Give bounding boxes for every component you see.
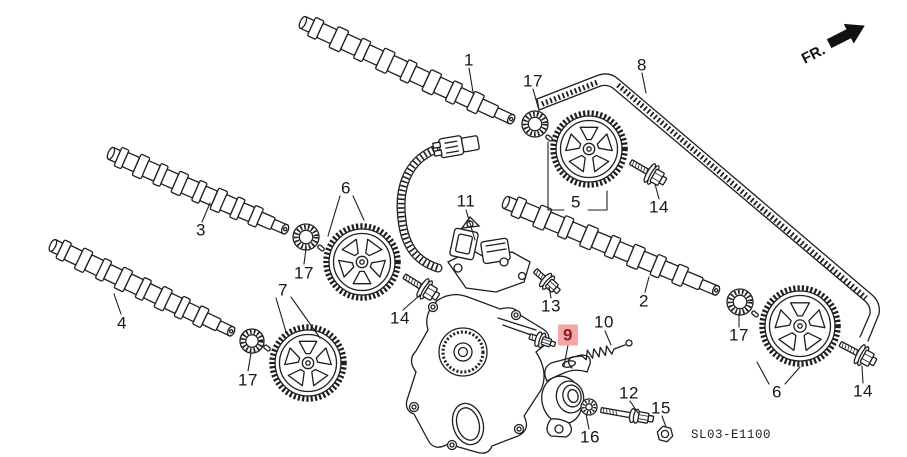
part-callout-4[interactable]: 4	[117, 313, 127, 333]
part-callout-13[interactable]: 13	[541, 296, 561, 316]
camshaft-2-drawing	[501, 195, 721, 296]
generated-parts	[48, 15, 878, 443]
seal-17-drawing	[292, 223, 320, 251]
part-callout-14[interactable]: 14	[649, 197, 669, 217]
stud-bolt-drawing	[528, 331, 557, 349]
timing-belt-drawing	[536, 73, 880, 342]
part-callout-8[interactable]: 8	[637, 55, 647, 75]
seal-17-drawing	[726, 288, 754, 316]
timing-pulley-5-drawing	[550, 110, 628, 188]
part-callout-17[interactable]: 17	[729, 325, 749, 345]
water-pump-drawing	[405, 293, 550, 454]
part-callout-17[interactable]: 17	[238, 370, 258, 390]
part-callout-17[interactable]: 17	[523, 71, 543, 91]
spring-10-drawing	[567, 339, 633, 369]
camshaft-3-drawing	[106, 146, 290, 235]
part-callout-3[interactable]: 3	[196, 220, 206, 240]
timing-pulley-6b-drawing	[759, 285, 841, 367]
key-pin-drawing	[545, 134, 553, 142]
part-callout-15[interactable]: 15	[651, 398, 671, 418]
part-callout-7[interactable]: 7	[278, 280, 288, 300]
part-callout-5[interactable]: 5	[571, 192, 581, 212]
part-callout-6[interactable]: 6	[341, 178, 351, 198]
key-pin-drawing	[317, 244, 325, 252]
nut-15-drawing	[656, 425, 674, 443]
bolt-13-drawing	[533, 268, 561, 294]
camshaft-1-drawing	[298, 15, 516, 125]
part-callout-17[interactable]: 17	[294, 263, 314, 283]
part-callout-2[interactable]: 2	[639, 291, 649, 311]
bolt-14-drawing	[838, 341, 878, 367]
part-callout-11[interactable]: 11	[456, 191, 476, 211]
part-callout-12[interactable]: 12	[619, 383, 639, 403]
part-callout-14[interactable]: 14	[390, 308, 410, 328]
key-pin-drawing	[751, 310, 759, 318]
part-callout-10[interactable]: 10	[594, 312, 614, 332]
leader-lines	[113, 67, 864, 430]
key-pin-drawing	[263, 344, 271, 352]
sensor-connector-drawing	[396, 135, 480, 273]
sensor-11-drawing	[447, 216, 531, 293]
bolt-14-drawing	[629, 159, 668, 186]
seal-17-drawing	[521, 110, 549, 138]
part-callout-1[interactable]: 1	[464, 50, 474, 70]
part-callout-9[interactable]: 9	[558, 324, 578, 346]
part-callout-6[interactable]: 6	[772, 382, 782, 402]
tensioner-9-drawing	[541, 354, 591, 438]
timing-pulley-7-drawing	[269, 324, 347, 402]
part-callout-16[interactable]: 16	[580, 427, 600, 447]
washer-16-drawing	[580, 398, 598, 416]
diagram-code: SL03-E1100	[691, 428, 772, 442]
part-callout-14[interactable]: 14	[853, 381, 873, 401]
bolt-14-drawing	[402, 273, 441, 301]
seal-17-drawing	[239, 328, 265, 354]
camshaft-4-drawing	[48, 238, 236, 337]
timing-pulley-6-drawing	[323, 223, 401, 301]
